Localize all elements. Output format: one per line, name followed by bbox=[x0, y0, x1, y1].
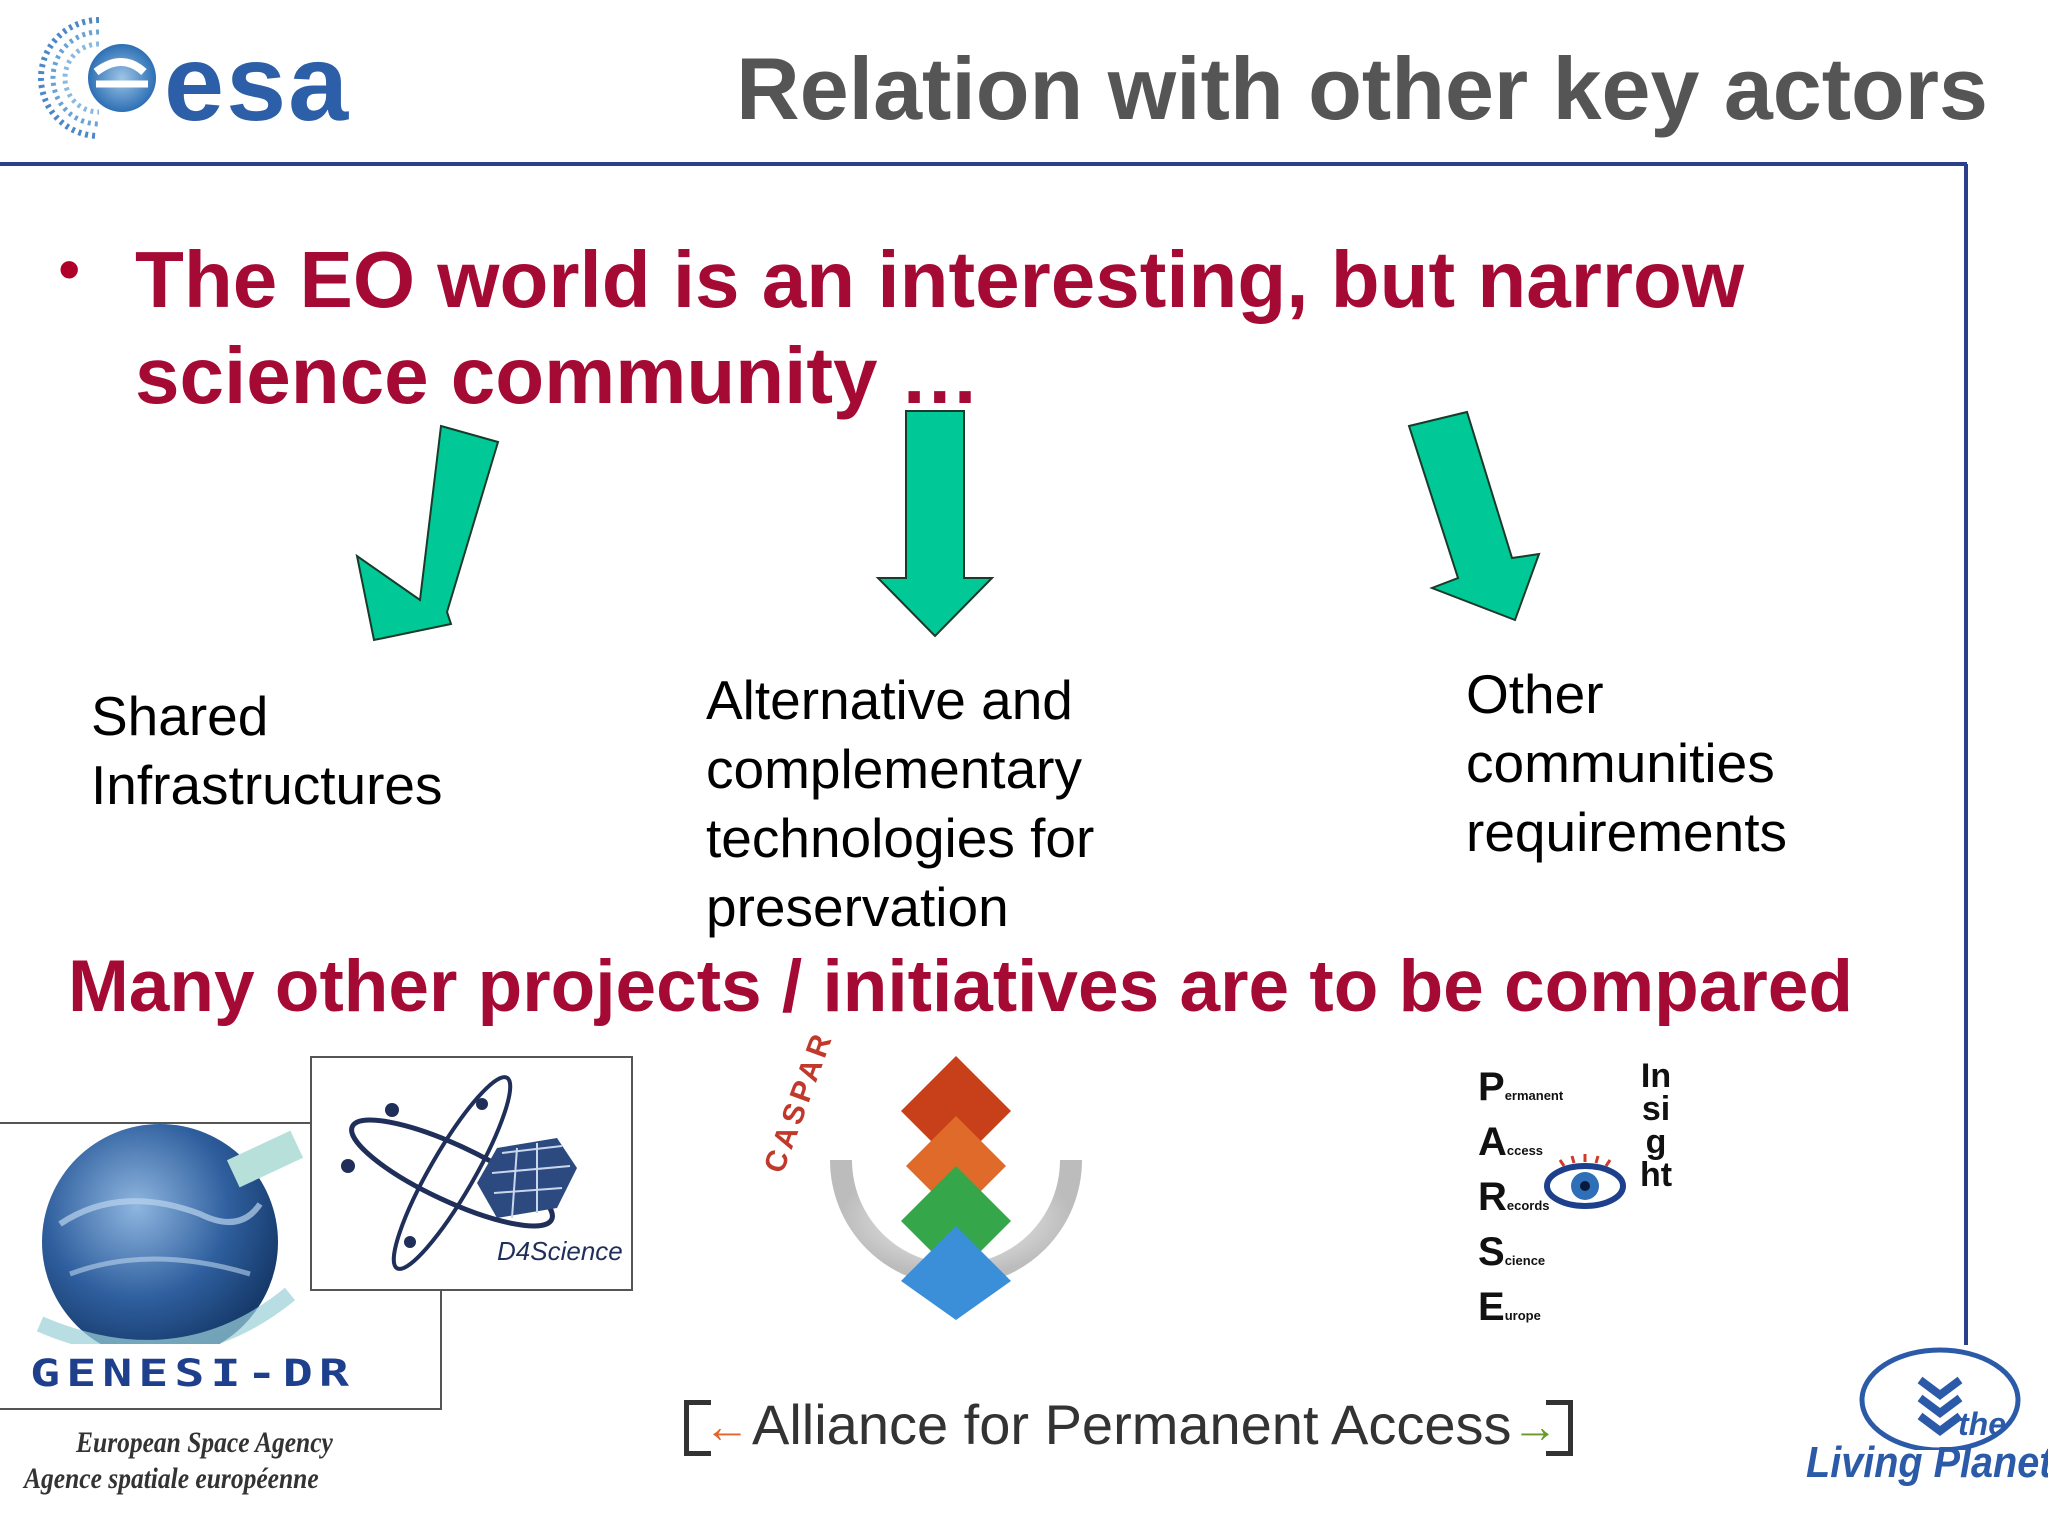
esa-logo: esa bbox=[14, 12, 394, 143]
insight-vertical-text: Insight bbox=[1639, 1057, 1673, 1194]
bullet-text: The EO world is an interesting, but narr… bbox=[135, 232, 1815, 424]
parse-word-4: cience bbox=[1504, 1253, 1546, 1268]
subheading: Many other projects / initiatives are to… bbox=[68, 946, 1853, 1027]
apa-arrow-right-icon: → bbox=[1512, 1400, 1558, 1452]
caspar-diamonds-icon bbox=[830, 1056, 1082, 1320]
column-2-line-3: technologies for bbox=[706, 807, 1095, 869]
arrows-layer bbox=[355, 410, 1541, 642]
column-1-line-1: Shared bbox=[91, 685, 269, 747]
column-other-communities: Other communities requirements bbox=[1466, 660, 1787, 867]
genesi-dr-text: GENESI-DR bbox=[30, 1351, 355, 1395]
parse-insight-logo: Permanent Access Records Science Europe … bbox=[1478, 1059, 1678, 1329]
parse-letter-p: P bbox=[1478, 1065, 1505, 1109]
living-planet-text: Living Planet bbox=[1806, 1438, 2048, 1487]
parse-acronym: Permanent Access Records Science Europe bbox=[1478, 1064, 1563, 1339]
column-alternative-technologies: Alternative and complementary technologi… bbox=[706, 666, 1094, 942]
parse-word-5: urope bbox=[1504, 1308, 1541, 1323]
apa-text: Alliance for Permanent Access bbox=[752, 1393, 1512, 1456]
living-planet-the: the bbox=[1958, 1406, 2006, 1442]
parse-letter-r: R bbox=[1478, 1175, 1507, 1219]
column-2-line-1: Alternative and bbox=[706, 669, 1073, 731]
eye-icon bbox=[1544, 1154, 1626, 1209]
esa-footer-caption-1: European Space Agency bbox=[76, 1426, 333, 1459]
column-2-line-4: preservation bbox=[706, 876, 1009, 938]
arrow-down-icon bbox=[875, 410, 995, 638]
column-3-line-1: Other bbox=[1466, 663, 1604, 725]
parse-letter-e: E bbox=[1478, 1285, 1505, 1329]
parse-letter-s: S bbox=[1478, 1230, 1505, 1274]
column-shared-infrastructures: Shared Infrastructures bbox=[91, 682, 443, 820]
column-3-line-3: requirements bbox=[1466, 801, 1787, 863]
bullet-line-1: The EO world is an interesting, but narr… bbox=[135, 235, 1745, 324]
arrow-right-icon bbox=[1407, 410, 1541, 622]
page-title: Relation with other key actors bbox=[736, 39, 1988, 138]
bullet-marker: • bbox=[58, 233, 81, 305]
esa-logo-text: esa bbox=[164, 22, 351, 143]
d4science-text: D4Science bbox=[497, 1236, 623, 1266]
column-3-line-2: communities bbox=[1466, 732, 1775, 794]
genesi-globe-icon bbox=[36, 1124, 304, 1344]
apa-bracket-left-icon bbox=[684, 1400, 711, 1456]
column-2-line-2: complementary bbox=[706, 738, 1082, 800]
living-planet-logo: the Living Planet bbox=[1800, 1340, 2048, 1500]
bullet-line-2: science community … bbox=[135, 331, 980, 420]
parse-word-1: ermanent bbox=[1504, 1088, 1564, 1103]
parse-letter-a: A bbox=[1478, 1120, 1507, 1164]
d4science-atom-icon bbox=[341, 1075, 577, 1271]
column-1-line-2: Infrastructures bbox=[91, 754, 443, 816]
arrow-left-icon bbox=[355, 424, 500, 642]
apa-bracket-right-icon bbox=[1546, 1400, 1573, 1456]
esa-globe-icon bbox=[38, 17, 156, 139]
d4science-logo: D4Science bbox=[310, 1056, 633, 1291]
parse-word-2: ccess bbox=[1506, 1143, 1544, 1158]
apa-arrow-left-icon: ← bbox=[704, 1400, 750, 1452]
parse-word-3: ecords bbox=[1506, 1198, 1550, 1213]
caspar-logo: CASPAR bbox=[758, 1026, 1086, 1320]
esa-footer-caption-2: Agence spatiale européenne bbox=[24, 1462, 319, 1495]
